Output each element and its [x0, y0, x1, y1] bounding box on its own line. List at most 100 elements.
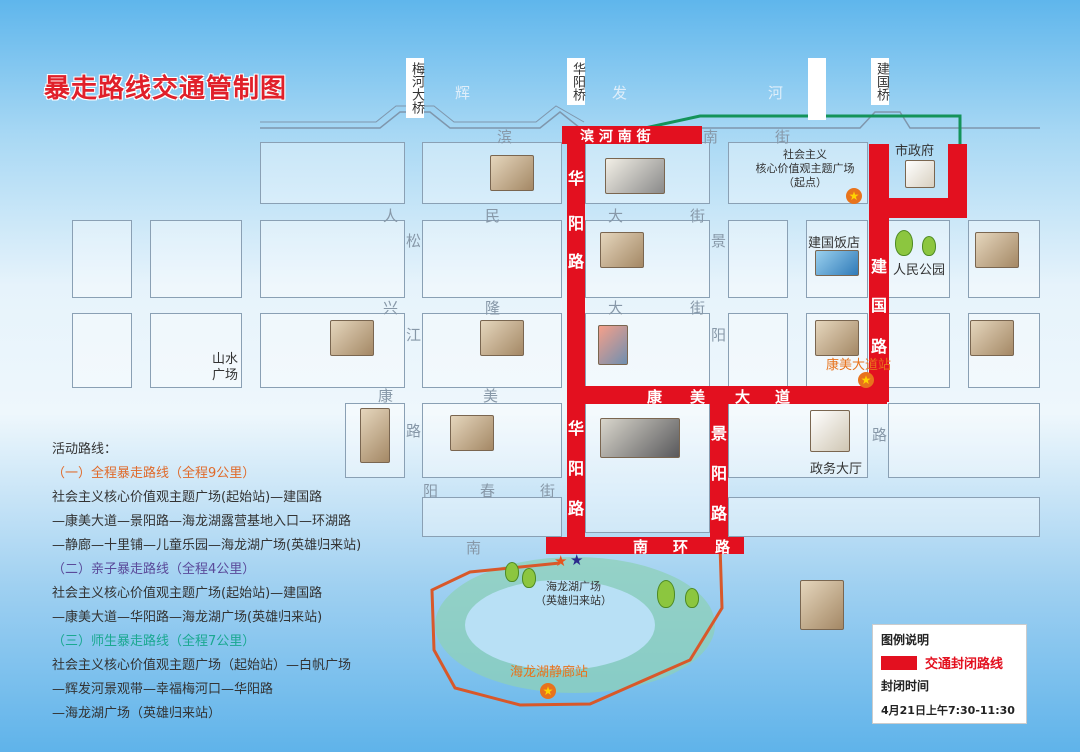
closed-road-kangmei [567, 386, 887, 404]
bridge-jianguo: 建国桥 [871, 58, 889, 105]
route-line: —海龙湖广场（英雄归来站） [52, 706, 222, 721]
road-label: 阳 [568, 214, 585, 233]
road-label: 康 [647, 388, 663, 406]
building-icon [490, 155, 534, 191]
legend-item: 交通封闭路线 [881, 653, 1018, 672]
city-block [150, 220, 242, 298]
city-block [728, 220, 788, 298]
label-line: （起点） [783, 176, 827, 189]
street-label: 阳 [423, 482, 439, 500]
city-gov-label: 市政府 [895, 144, 935, 159]
label-line: 山水 [211, 352, 238, 367]
gov-hall-icon [810, 410, 850, 452]
road-label: 阳 [568, 459, 585, 478]
route-line: 社会主义核心价值观主题广场(起始站)—建国路 [52, 586, 323, 601]
road-label: 路 [711, 504, 728, 523]
building-icon [600, 418, 680, 458]
street-label: 康 [378, 387, 394, 405]
city-block [728, 313, 788, 388]
road-label: 路 [568, 252, 585, 271]
street-label: 人 [383, 207, 399, 225]
road-label: 滨 河 南 街 [580, 129, 651, 145]
street-label: 街 [690, 299, 706, 317]
building-icon [800, 580, 844, 630]
street-label: 街 [775, 128, 791, 146]
legend-swatch [881, 655, 917, 670]
street-label: 阳 [711, 326, 727, 344]
route-title: （一）全程暴走路线（全程9公里） [52, 466, 256, 481]
start-star-icon: ★ [846, 188, 862, 204]
tree-icon [505, 562, 519, 582]
road-label: 大 [735, 388, 751, 406]
road-label: 景 [711, 424, 728, 443]
hotel-label: 建国饭店 [808, 236, 861, 251]
street-label: 兴 [383, 299, 399, 317]
closed-road-huayang [567, 140, 585, 553]
city-block [422, 497, 562, 537]
route-line: —康美大道—景阳路—海龙湖露营基地入口—环湖路 [52, 514, 352, 529]
building-icon [600, 232, 644, 268]
label-line: 社会主义 [783, 148, 827, 161]
city-block [888, 220, 950, 298]
lake-station-label: 海龙湖静廊站 [510, 665, 589, 680]
street-label: 南 [466, 539, 482, 557]
city-block [888, 403, 1040, 478]
finish-star-icon: ★ [570, 551, 584, 569]
street-label: 民 [485, 207, 501, 225]
tree-icon [685, 588, 699, 608]
street-label: 滨 [497, 128, 513, 146]
route-line: 社会主义核心价值观主题广场(起始站)—建国路 [52, 490, 323, 505]
city-block [72, 220, 132, 298]
building-icon [815, 320, 859, 356]
legend-title: 图例说明 [881, 633, 930, 647]
street-label: 街 [540, 482, 556, 500]
road-label: 路 [715, 538, 731, 556]
city-block [150, 313, 242, 388]
street-label: 街 [690, 207, 706, 225]
street-label: 松 [406, 232, 422, 250]
road-label: 路 [568, 499, 585, 518]
route-title: （二）亲子暴走路线（全程4公里） [52, 562, 256, 577]
street-label: 路 [406, 422, 422, 440]
building-icon [598, 325, 628, 365]
closed-road-gov-east [948, 144, 967, 214]
legend: 图例说明 交通封闭路线 封闭时间 4月21日上午7:30-11:30 [872, 624, 1027, 724]
city-block [260, 220, 405, 298]
river-label: 河 [768, 84, 784, 102]
label-line: （英雄归来站） [535, 594, 612, 607]
finish-star-icon: ★ [554, 552, 568, 570]
building-icon [480, 320, 524, 356]
building-icon [330, 320, 374, 356]
road-label: 南 [633, 538, 649, 556]
label-line: 海龙湖广场 [546, 580, 601, 593]
park-label: 人民公园 [893, 263, 946, 278]
street-label: 景 [711, 232, 727, 250]
hotel-icon [815, 250, 859, 276]
route-description: 活动路线： （一）全程暴走路线（全程9公里） 社会主义核心价值观主题广场(起始站… [52, 438, 361, 726]
street-label: 春 [480, 482, 496, 500]
closed-road-nanhuan [546, 537, 744, 554]
kangmei-station-label: 康美大道站 [826, 358, 892, 373]
label-line: 核心价值观主题广场 [755, 162, 855, 175]
closed-road-gov [869, 198, 967, 218]
city-block [728, 142, 868, 204]
lake-square-label: 海龙湖广场 （英雄归来站） [535, 580, 612, 608]
road-label: 道 [775, 388, 791, 406]
street-label: 大 [608, 299, 624, 317]
legend-item-label: 交通封闭路线 [925, 657, 1004, 672]
bridge-meihe: 梅河大桥 [406, 58, 424, 118]
shanshui-label: 山水 广场 [210, 352, 240, 384]
road-label: 建 [871, 257, 888, 276]
start-square-label: 社会主义 核心价值观主题广场 （起点） [740, 148, 870, 190]
tree-icon [922, 236, 936, 256]
city-block [888, 313, 950, 388]
road-label: 路 [871, 337, 888, 356]
river-label: 辉 [455, 84, 471, 102]
lake-route [430, 544, 724, 707]
lake-station-star-icon: ★ [540, 683, 556, 699]
street-label: 隆 [485, 299, 501, 317]
city-block [260, 142, 405, 204]
map-title: 暴走路线交通管制图 [44, 74, 288, 104]
gov-hall-label: 政务大厅 [810, 462, 863, 477]
